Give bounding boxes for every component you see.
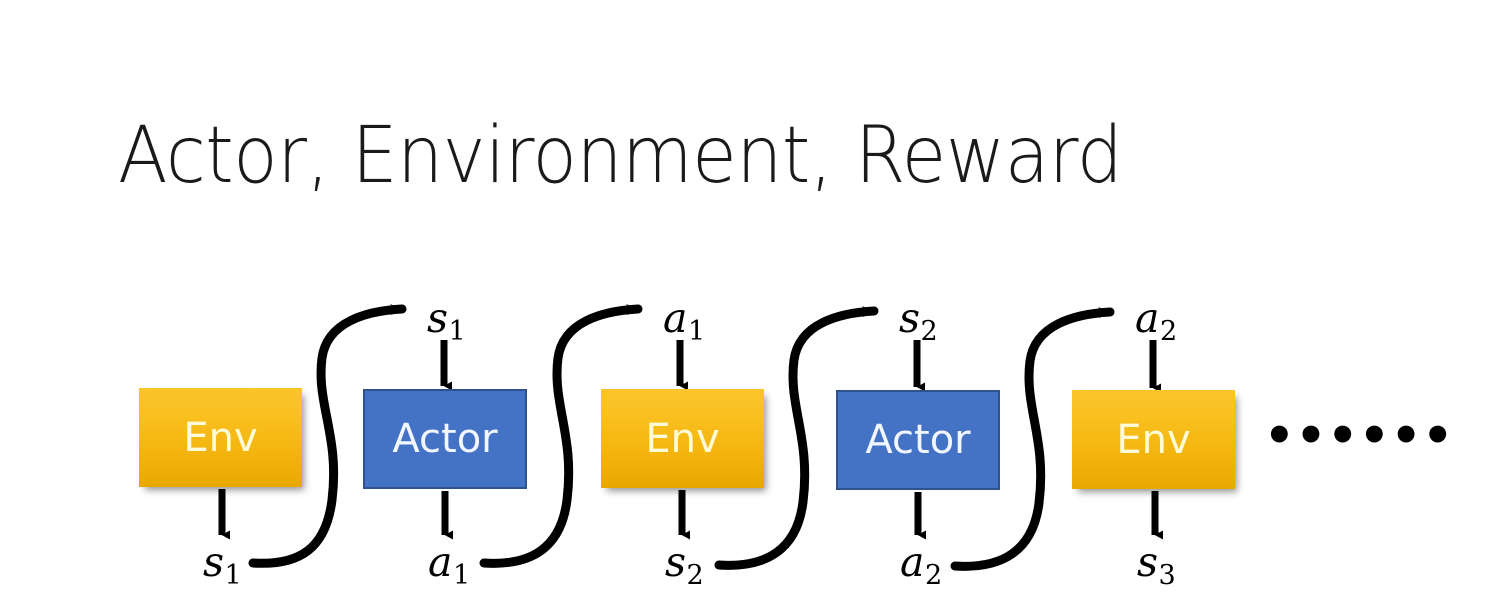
math-symbol: a [428,538,453,586]
math-subscript: 2 [924,560,943,592]
straight-arrows-group [218,340,1164,540]
node-label: Env [1116,416,1191,463]
node-label: Actor [865,417,971,463]
math-label-bot-s3: s3 [1137,542,1176,592]
curve-a2-to-a2 [950,307,1115,571]
math-subscript: 2 [1159,316,1178,348]
node-box-env3[interactable]: Env [1072,390,1235,489]
math-label-top-a1: a1 [663,298,706,348]
node-label: Env [183,414,258,461]
node-label: Env [645,415,720,462]
node-box-actor1[interactable]: Actor [363,389,527,489]
node-box-env2[interactable]: Env [601,389,764,488]
math-symbol: s [665,538,687,586]
math-subscript: 2 [920,316,938,348]
math-symbol: s [899,294,921,342]
page-title: Actor, Environment, Reward [118,111,1123,201]
node-box-actor2[interactable]: Actor [836,390,1000,490]
node-label: Actor [392,416,498,462]
math-label-bot-s1: s1 [203,542,242,592]
node-box-env1[interactable]: Env [139,388,302,487]
math-symbol: a [1135,294,1160,342]
math-label-bot-s2: s2 [665,542,704,592]
curve-a1-to-s2 [479,304,643,568]
math-symbol: s [427,294,449,342]
math-label-top-s2: s2 [899,298,938,348]
math-subscript: 1 [687,316,706,348]
math-subscript: 1 [224,560,242,592]
curve-s2-to-s2 [714,306,879,570]
math-label-bot-a1: a1 [428,542,471,592]
continuation-ellipsis: •••••• [1264,408,1455,464]
math-subscript: 1 [452,560,471,592]
curve-s1-to-a1 [248,304,407,568]
math-label-top-s1: s1 [427,298,466,348]
math-subscript: 2 [686,560,704,592]
curved-arrows-group [248,304,1115,571]
math-symbol: s [203,538,225,586]
math-label-top-a2: a2 [1135,298,1178,348]
math-symbol: s [1137,538,1159,586]
math-label-bot-a2: a2 [900,542,943,592]
math-subscript: 3 [1158,560,1176,592]
math-symbol: a [663,294,688,342]
math-symbol: a [900,538,925,586]
math-subscript: 1 [448,316,466,348]
